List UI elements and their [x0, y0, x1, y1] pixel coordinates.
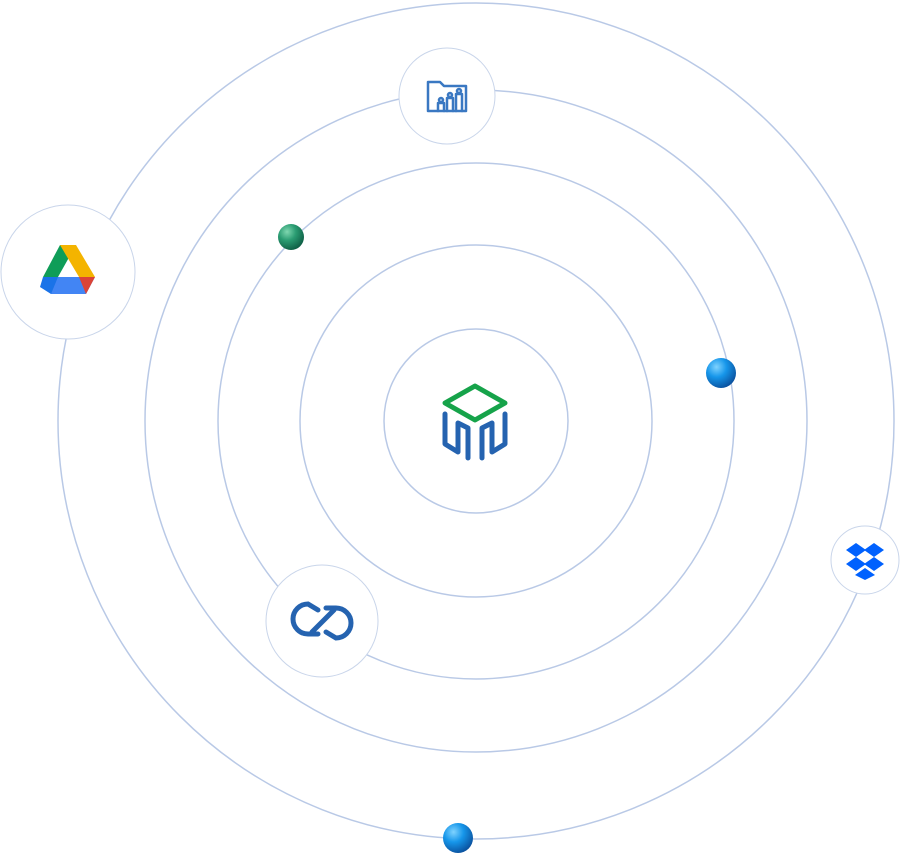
- google-drive-icon: [40, 245, 95, 294]
- folder-analytics-node: [398, 47, 496, 145]
- link-node: [265, 564, 379, 678]
- link-chain-icon: [290, 601, 354, 641]
- ring-1: [383, 328, 569, 514]
- cube-hub-icon: [442, 383, 508, 461]
- google-drive-node: [0, 204, 136, 340]
- dropbox-icon: [846, 543, 884, 580]
- blue-orb: [443, 823, 473, 853]
- green-orb: [278, 224, 304, 250]
- dropbox-node: [830, 525, 900, 595]
- ring-3: [217, 162, 735, 680]
- ring-5: [57, 2, 895, 840]
- ring-2: [299, 244, 653, 598]
- blue-orb: [706, 358, 736, 388]
- folder-analytics-icon: [426, 80, 468, 113]
